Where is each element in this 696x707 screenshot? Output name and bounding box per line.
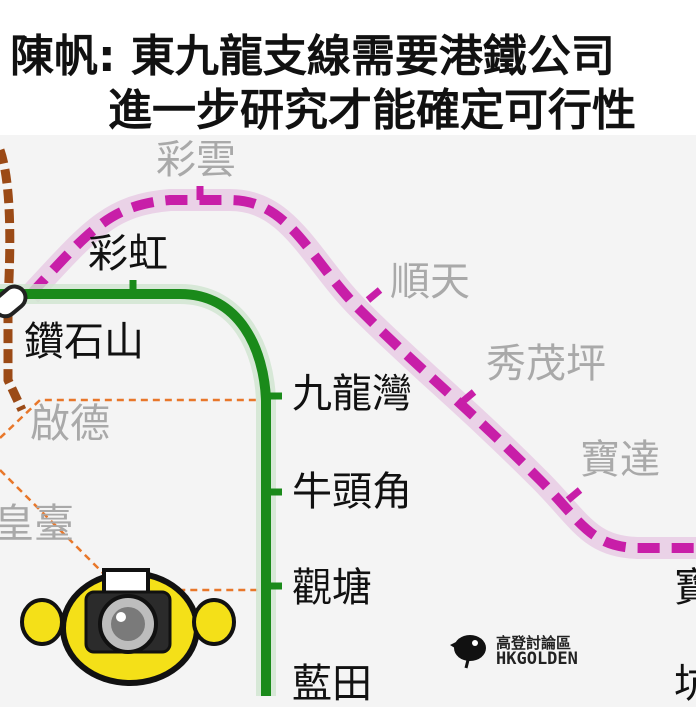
tick-shun-tin (365, 287, 383, 303)
station-kowloon-bay: 九龍灣 (292, 371, 412, 417)
brand-zh: 高登討論區 (496, 634, 572, 652)
tick-sau-mau-ping (459, 389, 477, 405)
interchange-marker (0, 284, 28, 319)
station-kwun-tong: 觀塘 (292, 565, 372, 611)
brown-line (0, 148, 27, 412)
station-kai-tak: 啟德 (30, 401, 110, 447)
east-kowloon-line (26, 195, 696, 553)
station-choi-wan: 彩雲 (156, 137, 236, 183)
brand-en: HKGOLDEN (496, 649, 578, 669)
tick-po-tat (565, 487, 583, 503)
station-ngau-tau-kok: 牛頭角 (292, 469, 412, 515)
station-edge-2: 坑 (674, 661, 696, 707)
kwun-tong-line (0, 289, 271, 696)
station-sung-wong-toi: 皇臺 (0, 501, 74, 547)
station-lam-tin: 藍田 (292, 661, 372, 707)
headline-line-1: 陳帆: 東九龍支線需要港鐵公司 (10, 31, 615, 82)
mascot-camera-icon (20, 568, 236, 686)
station-diamond-hill: 鑽石山 (24, 319, 144, 365)
hkgolden-bird-icon (450, 635, 486, 669)
headline-line-2: 進一步研究才能確定可行性 (108, 85, 636, 136)
headline-banner: 陳帆: 東九龍支線需要港鐵公司 進一步研究才能確定可行性 (0, 0, 696, 136)
orange-dashed-line (0, 398, 270, 439)
hkgolden-logo: 高登討論區 HKGOLDEN (450, 630, 600, 670)
station-sau-mau-ping: 秀茂坪 (486, 341, 606, 387)
station-edge-1: 寶 (674, 565, 696, 611)
station-po-tat: 寶達 (580, 437, 660, 483)
station-choi-hung: 彩虹 (88, 231, 168, 277)
station-shun-tin: 順天 (390, 259, 470, 305)
